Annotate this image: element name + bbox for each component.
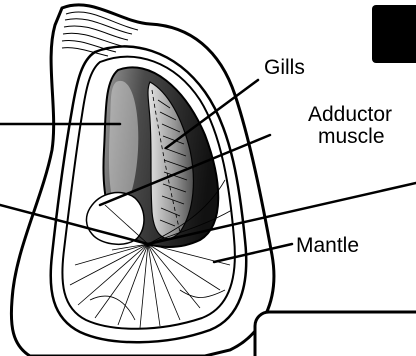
label-muscle: muscle xyxy=(318,125,385,148)
answer-box xyxy=(255,312,416,356)
label-gills: Gills xyxy=(264,56,305,79)
black-tag xyxy=(372,5,416,63)
label-mantle: Mantle xyxy=(296,234,359,257)
label-adductor: Adductor xyxy=(308,103,392,126)
